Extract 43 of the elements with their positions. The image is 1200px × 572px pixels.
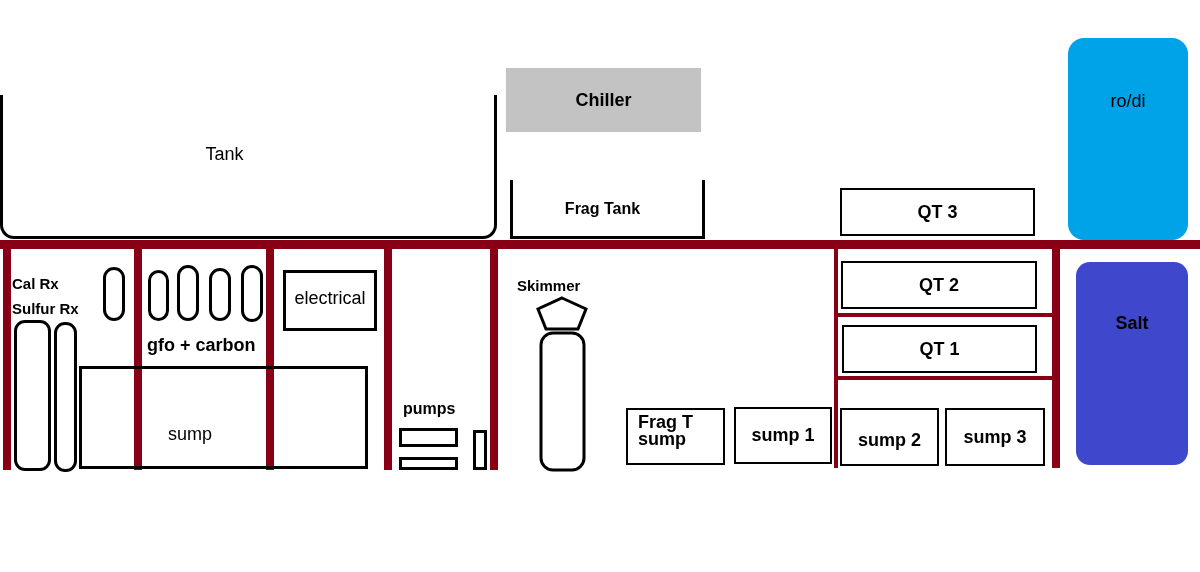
media-canister (148, 270, 169, 321)
node-label: QT 3 (917, 200, 958, 224)
frag-tank-outline (510, 180, 705, 239)
tank-box (842, 325, 1037, 373)
media-canister (177, 265, 199, 321)
node-label: Tank (205, 143, 244, 166)
node-label: Salt (1115, 312, 1149, 335)
reactor-canister (14, 320, 51, 471)
sump-box (840, 408, 939, 466)
sump-box (79, 366, 368, 469)
node-label: sump (168, 423, 212, 446)
reactor-canister (103, 267, 125, 321)
equipment-label: Sulfur Rx (12, 299, 79, 319)
equipment-label: gfo + carbon (147, 334, 256, 357)
sump-box (945, 408, 1045, 466)
equipment-label: pumps (403, 399, 456, 419)
node-label: sump 2 (858, 428, 921, 452)
tank-outline (0, 95, 497, 239)
pump-box (473, 430, 487, 470)
electrical-box (283, 270, 377, 331)
pump-box (399, 428, 458, 447)
chiller-box (506, 68, 701, 132)
node-label: sump 3 (963, 425, 1027, 449)
node-label: QT 2 (919, 273, 959, 297)
media-canister (209, 268, 231, 321)
node-label: sump 1 (751, 424, 815, 447)
storage-container (1076, 262, 1188, 465)
sump-box (626, 408, 725, 465)
tank-box (840, 188, 1035, 236)
pump-box (399, 457, 458, 470)
node-label: QT 1 (919, 337, 960, 361)
equipment-label: Skimmer (517, 276, 581, 296)
tank-box (841, 261, 1037, 309)
storage-container (1068, 38, 1188, 240)
media-canister (241, 265, 263, 322)
sump-box (734, 407, 832, 464)
node-label: electrical (294, 287, 366, 310)
equipment-label: Cal Rx (12, 274, 59, 294)
node-label: Chiller (575, 88, 632, 112)
reactor-canister (54, 322, 77, 472)
node-label: Frag T sump (638, 414, 694, 448)
node-label: Frag Tank (564, 199, 641, 219)
node-label: ro/di (1110, 90, 1146, 113)
